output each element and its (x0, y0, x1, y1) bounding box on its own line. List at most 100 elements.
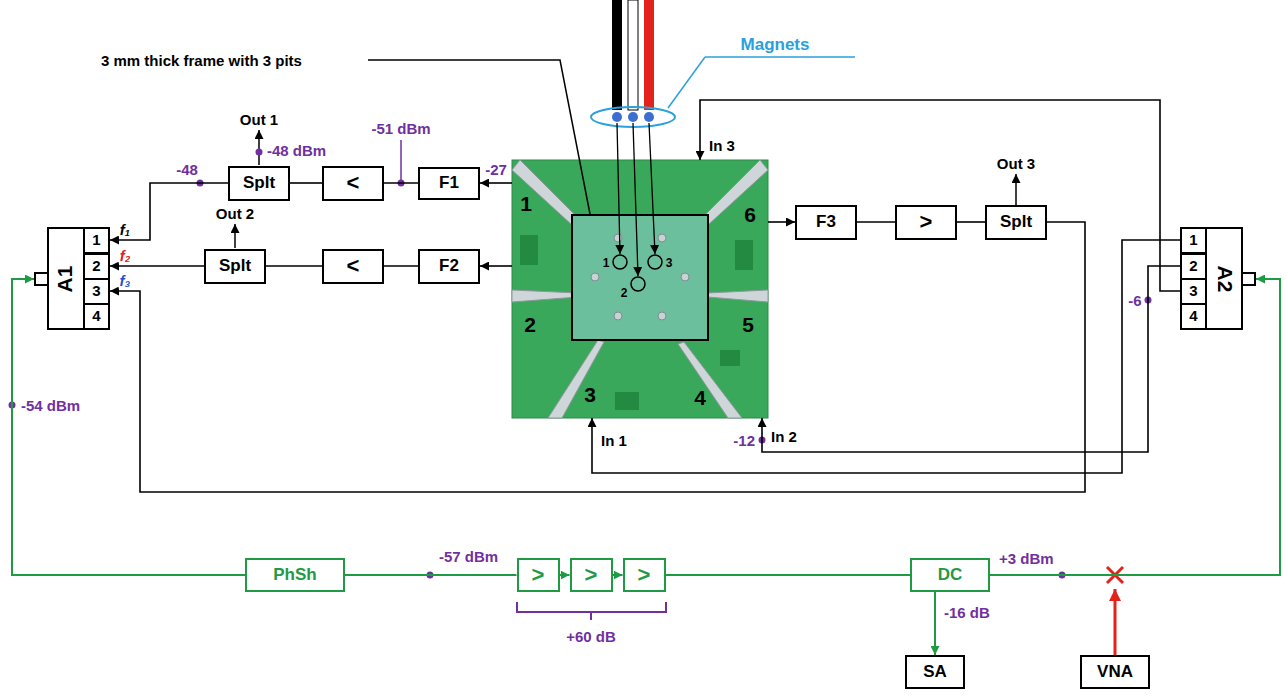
leader-line (400, 140, 402, 183)
bracket (517, 602, 666, 620)
box-label: < (347, 254, 360, 278)
leader-line (649, 123, 655, 254)
port-number: 6 (744, 203, 756, 226)
pit (658, 312, 666, 320)
power-level: -48 dBm (266, 142, 327, 159)
box-label: Splt (1000, 213, 1032, 232)
contact-pad (735, 240, 753, 270)
box-label: 1 (1189, 232, 1197, 249)
box-label: > (920, 210, 933, 234)
frame (572, 215, 708, 340)
box-label: Splt (243, 174, 275, 193)
amplifier-box: > (623, 558, 666, 592)
box-label: 4 (1189, 308, 1197, 325)
signal-line (480, 265, 512, 267)
signal-line (666, 574, 911, 576)
box-label: 1 (92, 232, 100, 249)
signal-line (700, 100, 1180, 291)
box-label: 2 (92, 258, 100, 275)
signal-line (957, 221, 985, 223)
leader-line (368, 60, 590, 214)
box-label: < (347, 171, 360, 195)
position-number: 3 (665, 256, 674, 270)
phase-shifter-box: PhSh (245, 558, 345, 592)
power-level: -51 dBm (370, 120, 431, 137)
port-box: 1 (83, 227, 110, 254)
power-level: -16 dB (943, 604, 991, 621)
box-label: F1 (439, 174, 459, 193)
box-label: > (638, 563, 651, 587)
signal-line (762, 266, 1180, 452)
analyzer-box: VNA (1080, 655, 1150, 689)
box-label: > (585, 563, 598, 587)
amplifier-box: < (322, 249, 384, 284)
box-label: SA (923, 663, 947, 682)
box-label: PhSh (273, 566, 316, 585)
signal-line (592, 240, 1180, 473)
signal-line (768, 221, 795, 223)
port-number: 5 (742, 313, 754, 336)
amplifier-box: > (517, 558, 560, 592)
magnet-dot (628, 112, 638, 122)
port-box: 3 (83, 278, 110, 305)
port-box: 2 (1180, 253, 1207, 280)
signal-line (110, 183, 228, 240)
splitter-box: Splt (985, 205, 1047, 240)
vna-arrow (1114, 589, 1117, 655)
box-label: 4 (92, 308, 100, 325)
port-box: 4 (83, 303, 110, 330)
signal-line (613, 574, 623, 576)
leader-line (633, 123, 638, 276)
filter-box: F1 (418, 167, 480, 200)
box-label: DC (938, 566, 963, 585)
signal-line (266, 265, 322, 267)
signal-line (290, 182, 322, 184)
measure-dot (256, 149, 263, 156)
amplifier-block: A11234 (34, 227, 110, 330)
box-label: Splt (219, 257, 251, 276)
power-level: -48 (175, 161, 199, 178)
contact-pad (615, 392, 639, 410)
position-number: 2 (620, 286, 629, 300)
port-label: Out 3 (996, 155, 1036, 172)
signal-line (384, 182, 418, 184)
signal-name: f₃ (119, 272, 132, 289)
box-label: F3 (816, 213, 836, 232)
box-label: A2 (1213, 265, 1236, 292)
gain-label: +60 dB (565, 628, 617, 645)
magnet-position (613, 255, 627, 269)
wire (644, 0, 654, 110)
analyzer-box: SA (905, 655, 965, 689)
output-arrow (1015, 174, 1017, 205)
wire (612, 0, 622, 110)
signal-line (110, 265, 204, 267)
port-label: In 1 (600, 432, 628, 449)
box-label: 3 (1189, 283, 1197, 300)
port-number: 3 (584, 383, 596, 406)
splitter-box: Splt (204, 249, 266, 284)
output-arrow (258, 130, 260, 165)
box-label: > (532, 563, 545, 587)
power-level: -6 (1127, 292, 1142, 309)
filter-box: F2 (418, 249, 480, 284)
box-label: VNA (1097, 663, 1133, 682)
power-level: -12 (732, 432, 756, 449)
pit (614, 312, 622, 320)
port-number: 1 (520, 192, 532, 215)
power-level: +3 dBm (998, 550, 1055, 567)
power-level: -27 (484, 161, 508, 178)
filter-box: F3 (795, 205, 857, 240)
port-number: 4 (694, 386, 706, 409)
box-label: 3 (92, 283, 100, 300)
magnet-position (648, 255, 662, 269)
port-label: In 3 (708, 137, 736, 154)
position-number: 1 (602, 256, 611, 270)
wire (628, 0, 638, 110)
magnet-dot (644, 112, 654, 122)
signal-line (480, 182, 512, 184)
probe-tip (708, 290, 768, 302)
port-box: 2 (83, 253, 110, 280)
amplifier-box: > (570, 558, 613, 592)
port-box: 4 (1180, 303, 1207, 330)
signal-line (560, 574, 570, 576)
